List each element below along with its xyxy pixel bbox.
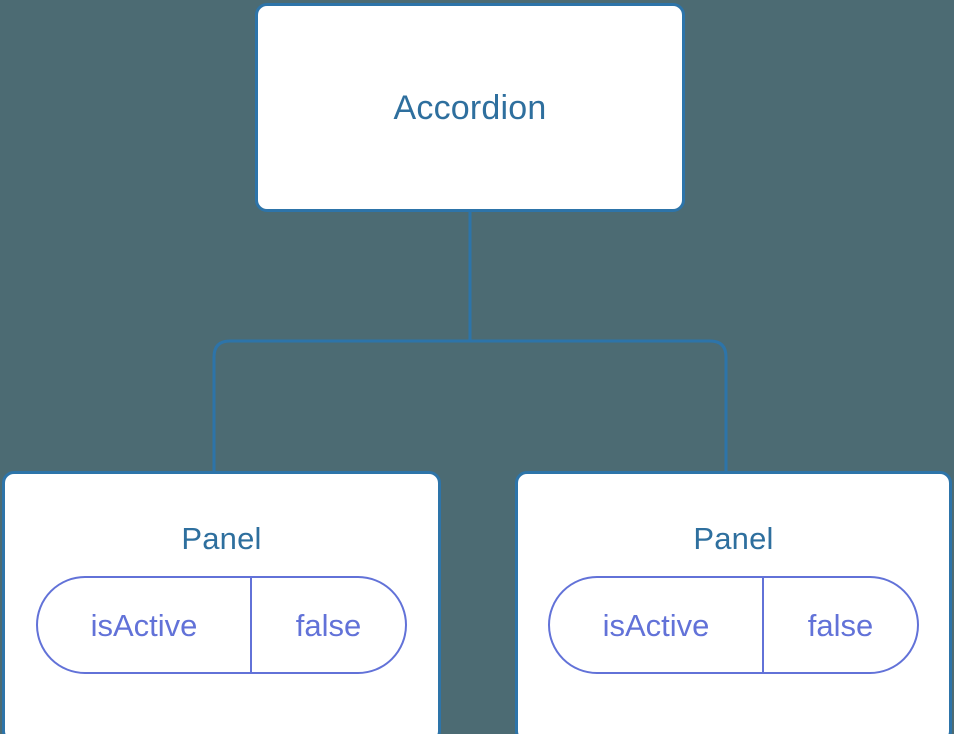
state-pill[interactable]: isActive false [548,576,919,674]
node-accordion[interactable]: Accordion [255,3,685,212]
state-value: false [807,607,874,643]
edge-to-panel-1 [470,339,728,474]
state-pill[interactable]: isActive false [36,576,407,674]
node-title: Accordion [393,88,547,127]
state-key: isActive [550,578,764,672]
state-key: isActive [38,578,252,672]
node-title: Panel [693,521,774,556]
node-title: Panel [181,521,262,556]
node-panel-0[interactable]: Panel isActive false [2,471,441,734]
state-value: false [295,607,362,643]
node-panel-1[interactable]: Panel isActive false [515,471,952,734]
edge-to-panel-0 [212,339,470,474]
